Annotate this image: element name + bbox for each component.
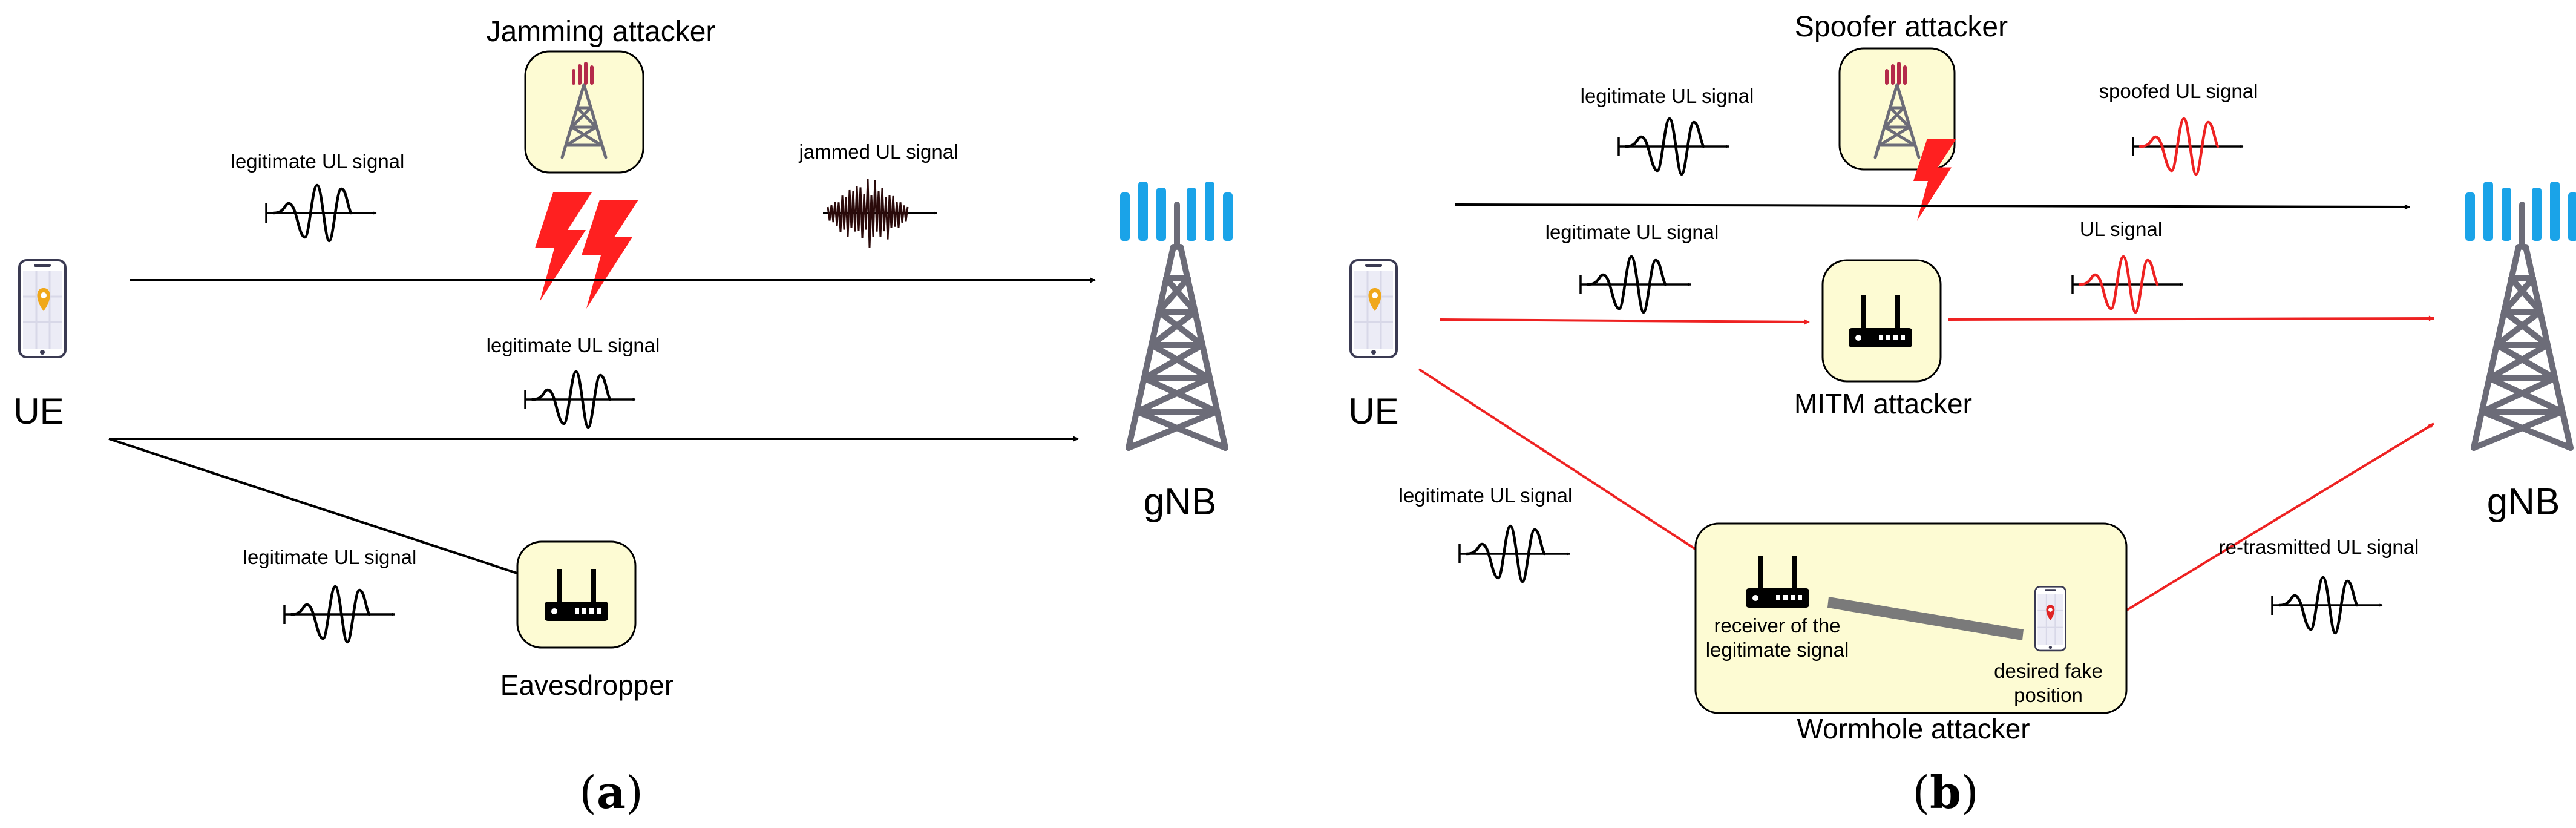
signal-label: legitimate UL signal bbox=[1399, 484, 1573, 507]
legitimate-waveform bbox=[525, 372, 635, 427]
spoof-link bbox=[1455, 203, 2410, 210]
eavesdrop-link bbox=[108, 438, 545, 583]
jammer-box bbox=[524, 50, 644, 174]
caption-b: (b) bbox=[1912, 767, 1979, 819]
ul-waveform bbox=[2073, 257, 2183, 312]
ue-to-mitm-link bbox=[1440, 318, 1810, 325]
wormhole-label: Wormhole attacker bbox=[1797, 713, 2030, 744]
ue-label: UE bbox=[13, 391, 64, 432]
signal-label: legitimate UL signal bbox=[243, 546, 417, 568]
fake-position-phone-icon bbox=[2034, 586, 2066, 652]
location-pin-icon bbox=[37, 288, 50, 311]
legitimate-waveform bbox=[266, 185, 376, 241]
spoofer-title: Spoofer attacker bbox=[1795, 11, 2008, 43]
gnb-label: gNB bbox=[2487, 481, 2560, 523]
signal-label: spoofed UL signal bbox=[2099, 80, 2258, 102]
lightning-icon bbox=[535, 192, 592, 301]
mitm-to-gnb-link bbox=[1948, 315, 2434, 321]
signal-label: legitimate UL signal bbox=[231, 150, 405, 172]
ue-label: UE bbox=[1348, 391, 1398, 432]
eavesdropper-box bbox=[516, 540, 637, 649]
location-pin-icon bbox=[1368, 288, 1381, 311]
mitm-box bbox=[1821, 259, 1942, 383]
legitimate-waveform bbox=[1581, 257, 1691, 312]
fake-position-label: position bbox=[2014, 684, 2083, 706]
legitimate-waveform bbox=[284, 586, 395, 642]
gnb-label: gNB bbox=[1144, 481, 1217, 523]
gnb-tower-icon bbox=[2465, 182, 2576, 448]
panel-b: UE Spoofer attacker gNB legitimate UL si… bbox=[1348, 11, 2576, 819]
signal-label: legitimate UL signal bbox=[1581, 85, 1754, 107]
signal-label: jammed UL signal bbox=[799, 140, 959, 163]
lightning-icon bbox=[582, 200, 638, 309]
wormhole-tunnel bbox=[1827, 597, 2024, 640]
panel-a: UE Jamming attacker gNB legitimate UL si… bbox=[13, 16, 1233, 819]
eavesdropper-label: Eavesdropper bbox=[500, 669, 673, 701]
signal-label: UL signal bbox=[2080, 218, 2162, 240]
receiver-label: receiver of the bbox=[1714, 614, 1840, 637]
fake-position-label: desired fake bbox=[1994, 660, 2103, 682]
gnb-tower-icon bbox=[1120, 182, 1233, 448]
legitimate-waveform bbox=[2272, 577, 2382, 633]
caption-a: (a) bbox=[579, 767, 643, 819]
jammer-title: Jamming attacker bbox=[487, 16, 716, 48]
jammed-waveform bbox=[823, 179, 937, 248]
legitimate-waveform bbox=[1460, 526, 1570, 582]
mitm-label: MITM attacker bbox=[1794, 388, 1972, 419]
legitimate-waveform bbox=[1619, 119, 1729, 174]
signal-label: legitimate UL signal bbox=[487, 334, 660, 356]
signal-label: re-trasmitted UL signal bbox=[2219, 536, 2419, 558]
receiver-label: legitimate signal bbox=[1706, 639, 1849, 661]
wormhole-to-gnb-link bbox=[2094, 422, 2435, 631]
signal-label: legitimate UL signal bbox=[1545, 221, 1719, 243]
spoofed-waveform bbox=[2133, 119, 2243, 174]
ue-to-wormhole-link bbox=[1418, 368, 1741, 579]
